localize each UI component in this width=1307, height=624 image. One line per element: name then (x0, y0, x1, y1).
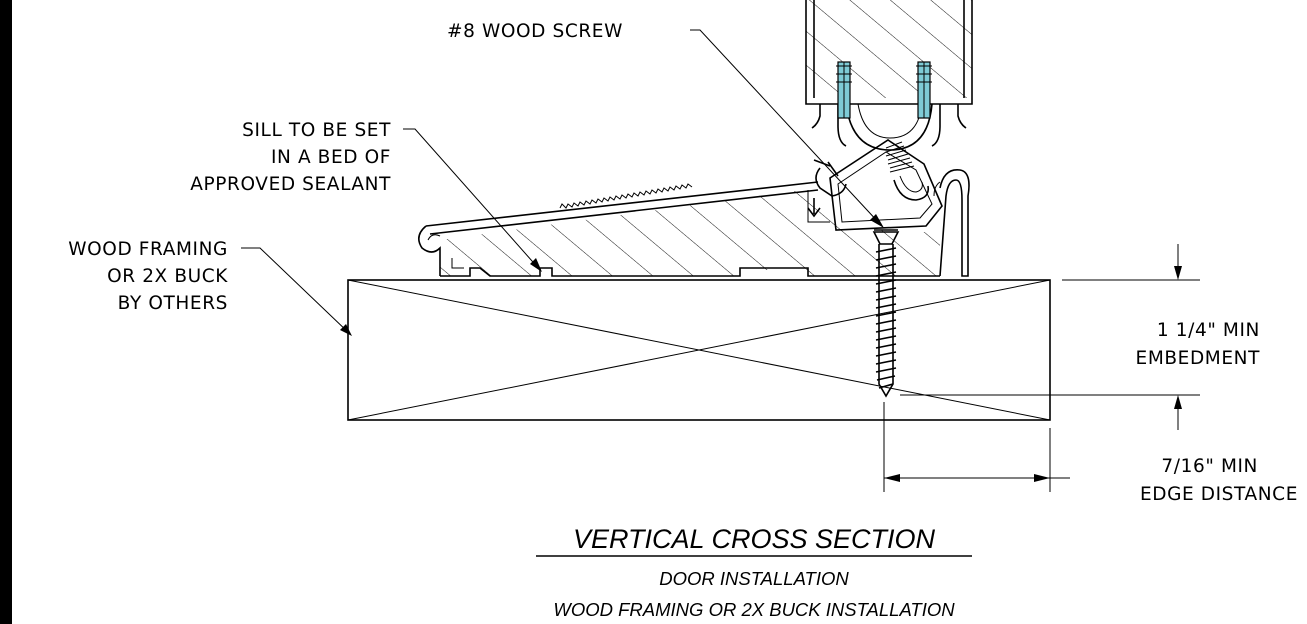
section-title: VERTICAL CROSS SECTION (573, 524, 936, 554)
edge-distance-label-line1: 7/16" MIN (1161, 456, 1258, 477)
door-screw-insert (916, 61, 932, 119)
weatherstrip-carrier (813, 139, 970, 277)
framing-label-line2: OR 2X BUCK (107, 266, 228, 287)
embedment-dimension (900, 244, 1200, 430)
edge-distance-label-line2: EDGE DISTANCE (1140, 484, 1298, 505)
framing-label-line3: BY OTHERS (118, 293, 228, 314)
embedment-label-line2: EMBEDMENT (1136, 348, 1261, 369)
edge-distance-dimension (883, 402, 1070, 492)
door-screw-insert (836, 61, 852, 119)
left-border-bar (0, 0, 12, 624)
sill-label-line3: APPROVED SEALANT (190, 174, 391, 195)
threshold-sill (418, 181, 940, 277)
sill-label-line2: IN A BED OF (271, 147, 391, 168)
framing-label-line1: WOOD FRAMING (68, 239, 228, 260)
wood-screw (872, 229, 900, 398)
wood-screw-label: #8 WOOD SCREW (447, 21, 623, 42)
door-bottom-profile (805, 0, 973, 151)
leader-wood-screw (690, 29, 884, 228)
sill-label-line1: SILL TO BE SET (242, 120, 391, 141)
wood-buck (347, 279, 1051, 421)
section-subtitle-2: WOOD FRAMING OR 2X BUCK INSTALLATION (553, 599, 955, 620)
leader-framing (241, 247, 352, 336)
section-subtitle-1: DOOR INSTALLATION (659, 568, 849, 589)
embedment-label-line1: 1 1/4" MIN (1157, 320, 1260, 341)
leader-sill (403, 128, 542, 272)
